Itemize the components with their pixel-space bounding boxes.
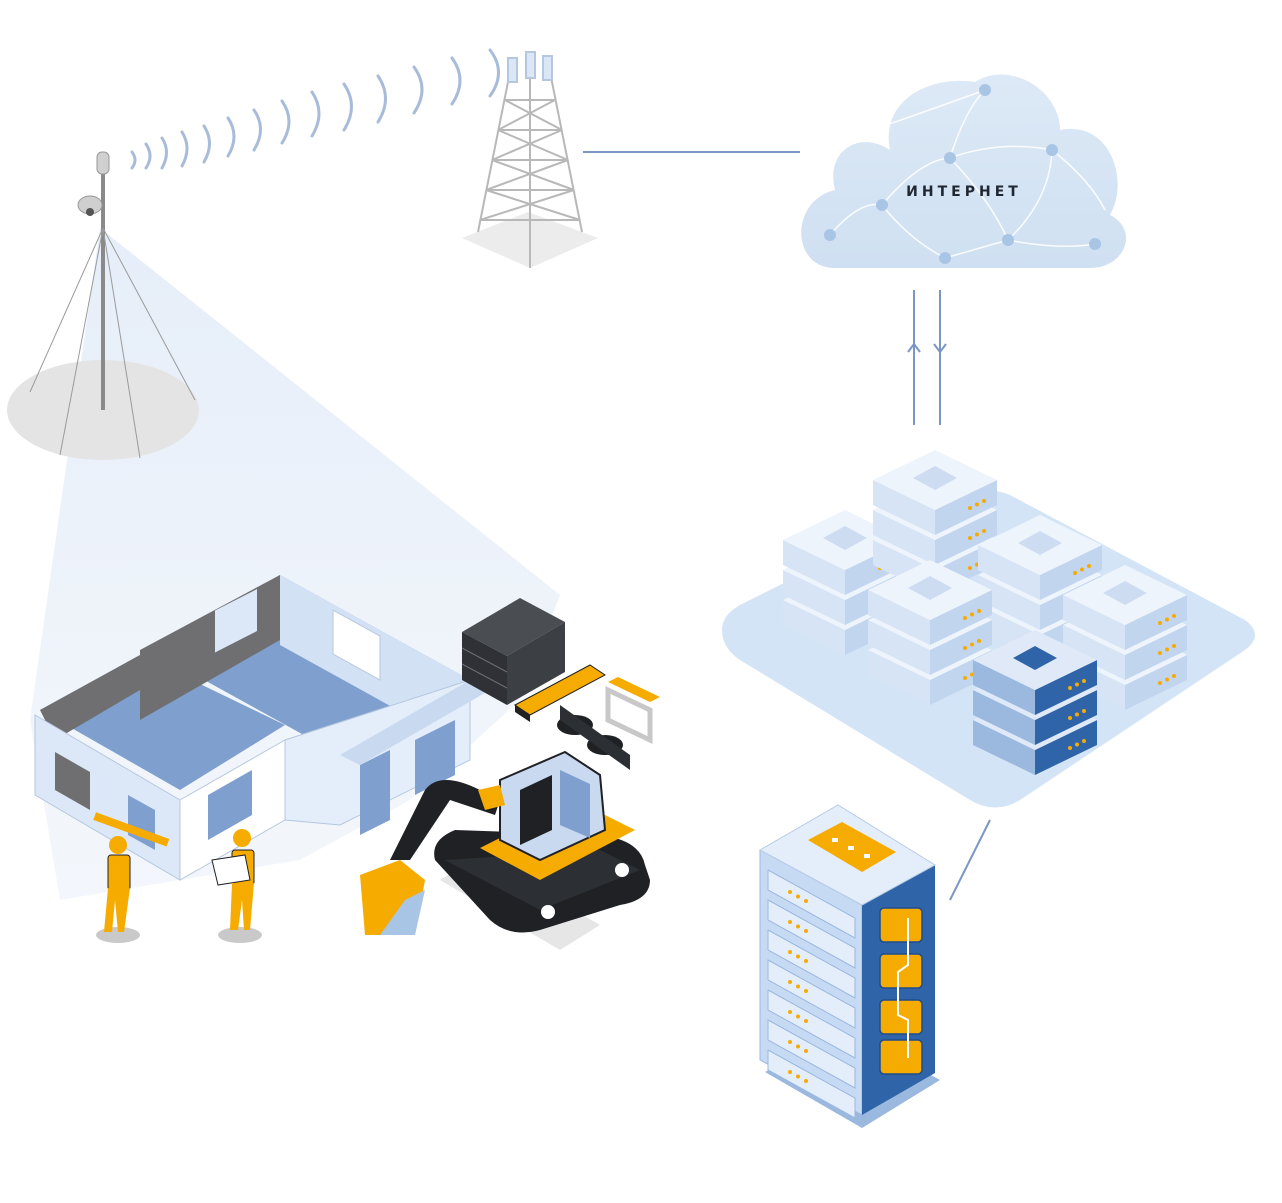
cell-tower-icon	[462, 52, 598, 268]
server-led	[1158, 681, 1162, 685]
server-led	[968, 536, 972, 540]
server-led	[977, 609, 981, 613]
rack-led	[788, 980, 792, 984]
server-led	[968, 506, 972, 510]
server-led	[963, 646, 967, 650]
server-led	[1172, 644, 1176, 648]
server-led	[982, 499, 986, 503]
server-led	[975, 503, 979, 507]
server-led	[1068, 746, 1072, 750]
server-led	[970, 613, 974, 617]
server-led	[970, 643, 974, 647]
rack-led	[788, 950, 792, 954]
server-led	[1075, 713, 1079, 717]
server-led	[1158, 651, 1162, 655]
rack-led	[796, 895, 800, 899]
cluster-rack-link	[950, 820, 990, 900]
server-led	[982, 529, 986, 533]
server-led	[1073, 571, 1077, 575]
rack-led	[788, 1010, 792, 1014]
rack-led	[788, 1040, 792, 1044]
server-cluster-icon	[722, 450, 1255, 808]
rack-led	[796, 1075, 800, 1079]
rack-led	[804, 959, 808, 963]
server-led	[1080, 568, 1084, 572]
server-led	[1068, 686, 1072, 690]
server-led	[975, 533, 979, 537]
server-led	[968, 566, 972, 570]
server-led	[1082, 739, 1086, 743]
rack-led	[788, 1070, 792, 1074]
rack-led	[804, 1049, 808, 1053]
server-led	[963, 616, 967, 620]
server-led	[1165, 618, 1169, 622]
server-led	[1082, 709, 1086, 713]
server-led	[1075, 743, 1079, 747]
rack-led	[796, 1015, 800, 1019]
server-led	[1082, 679, 1086, 683]
rack-led	[804, 899, 808, 903]
building-materials-icon	[462, 598, 660, 770]
server-led	[1075, 683, 1079, 687]
server-led	[1172, 674, 1176, 678]
server-led	[1165, 678, 1169, 682]
server-rack-icon	[760, 805, 940, 1128]
server-led	[1172, 614, 1176, 618]
server-led	[1158, 621, 1162, 625]
cloud-icon: ИНТЕРНЕТ	[801, 75, 1126, 268]
rack-led	[796, 955, 800, 959]
rack-led	[788, 920, 792, 924]
rack-led	[804, 1019, 808, 1023]
rack-led	[796, 1045, 800, 1049]
server-led	[1165, 648, 1169, 652]
rack-led	[804, 1079, 808, 1083]
server-led	[977, 639, 981, 643]
server-led	[1068, 716, 1072, 720]
rack-led	[788, 890, 792, 894]
wireless-signal-icon	[132, 50, 499, 168]
cloud-label: ИНТЕРНЕТ	[906, 184, 1022, 200]
rack-led	[804, 989, 808, 993]
rack-led	[796, 925, 800, 929]
data-transfer-arrows	[908, 290, 946, 425]
server-led	[963, 676, 967, 680]
rack-led	[796, 985, 800, 989]
rack-led	[804, 929, 808, 933]
server-led	[1087, 564, 1091, 568]
